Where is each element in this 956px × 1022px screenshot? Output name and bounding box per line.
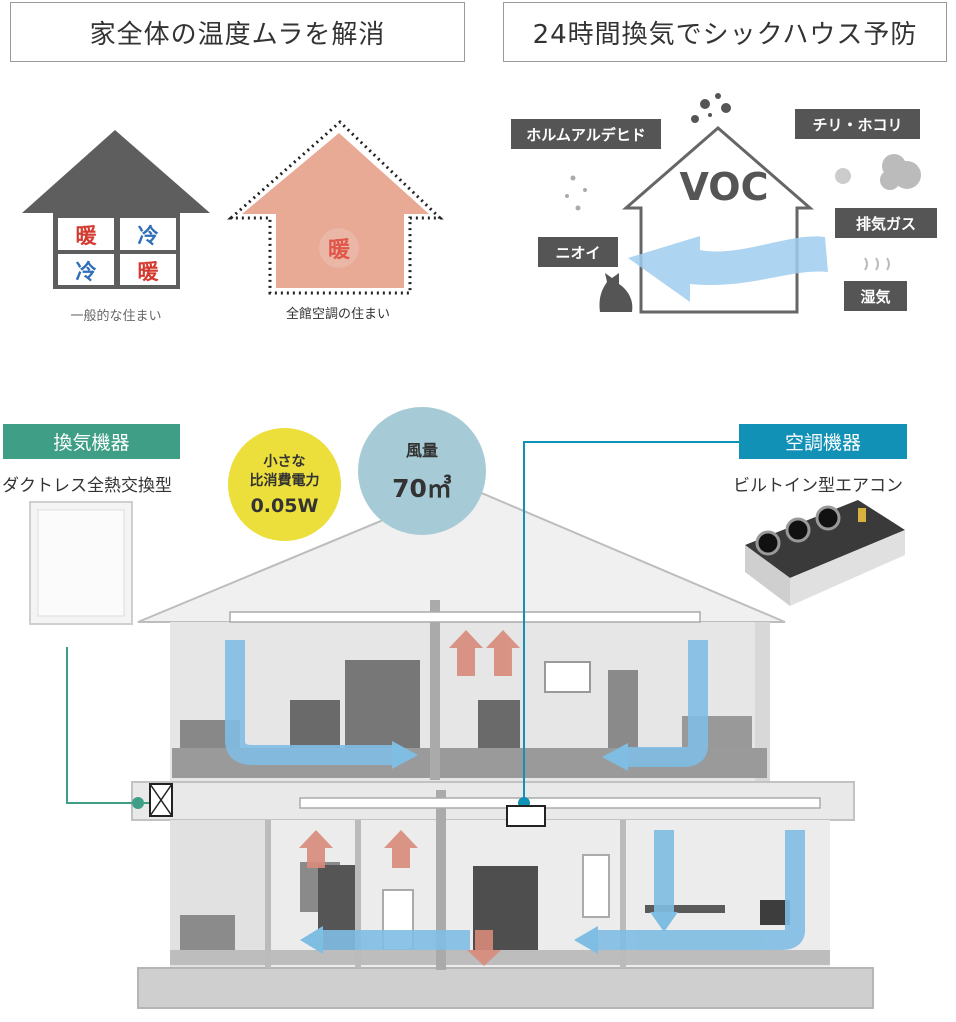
ventilation-tag: 換気機器 — [3, 424, 180, 459]
power-consumption-badge: 小さな 比消費電力 0.05W — [228, 428, 341, 541]
central-house-illustration: 暖 全館空調の住まい — [227, 119, 444, 322]
voc-house-illustration: VOC — [565, 93, 921, 314]
aircon-tag: 空調機器 — [739, 424, 907, 459]
airflow-badge-label: 風量 — [405, 441, 438, 460]
normal-house-caption: 一般的な住まい — [70, 308, 161, 324]
warm-exhaust-arrows — [299, 630, 520, 966]
power-badge-line2: 比消費電力 — [249, 473, 320, 489]
pollutant-dust: チリ・ホコリ — [795, 109, 920, 139]
ventilation-connector-dot — [132, 797, 144, 809]
pollutant-humidity: 湿気 — [844, 281, 907, 311]
room-cold-2: 冷 — [76, 260, 97, 284]
pollutant-exhaust: 排気ガス — [835, 208, 937, 238]
pollutant-formaldehyde: ホルムアルデヒド — [511, 119, 661, 149]
airflow-badge-value: 70㎥ — [392, 474, 452, 503]
aircon-connector-line — [523, 441, 739, 803]
ventilation-subtitle: ダクトレス全熱交換型 — [2, 476, 172, 496]
heading-ventilation: 24時間換気でシックハウス予防 — [503, 2, 947, 62]
aircon-subtitle: ビルトイン型エアコン — [733, 476, 903, 496]
central-room-warm: 暖 — [328, 238, 351, 263]
airflow-badge: 風量 70㎥ — [358, 407, 486, 535]
aircon-indoor-unit — [506, 805, 546, 827]
room-cold-1: 冷 — [138, 224, 159, 248]
power-badge-line1: 小さな — [263, 454, 306, 470]
cool-airflow-arrows — [225, 640, 805, 950]
ventilation-connector-line — [66, 647, 152, 804]
aircon-unit-product — [745, 500, 905, 606]
room-warm-1: 暖 — [76, 224, 98, 248]
cool-arrow-heads — [300, 741, 678, 954]
voc-label: VOC — [680, 165, 769, 209]
normal-house-illustration: 暖 冷 冷 暖 一般的な住まい — [22, 130, 210, 324]
heading-temperature: 家全体の温度ムラを解消 — [10, 2, 465, 62]
room-warm-2: 暖 — [138, 260, 160, 284]
central-house-caption: 全館空調の住まい — [286, 306, 390, 322]
power-badge-value: 0.05W — [250, 495, 319, 517]
ventilation-unit-product — [29, 501, 133, 625]
pollutant-odor: ニオイ — [538, 237, 618, 267]
